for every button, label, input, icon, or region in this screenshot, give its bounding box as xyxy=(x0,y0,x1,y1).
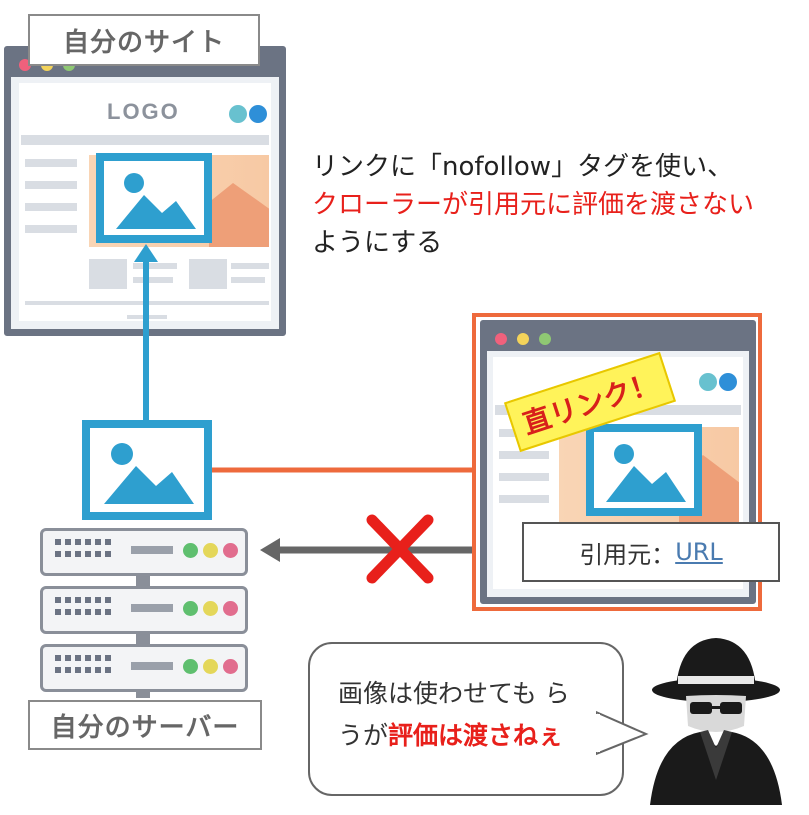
hotlinked-image xyxy=(586,424,702,516)
sidebar-line xyxy=(499,495,549,503)
cross-icon xyxy=(366,514,434,584)
status-light-yellow xyxy=(203,659,218,674)
citation-url-link[interactable]: URL xyxy=(675,538,723,566)
explanation-line2: クローラーが引用元に評価を渡さない xyxy=(312,190,755,220)
status-light-pink xyxy=(223,543,238,558)
logo-dot-teal xyxy=(229,105,247,123)
sidebar-line xyxy=(25,181,77,189)
text-line xyxy=(231,263,269,269)
thumb-box xyxy=(189,259,227,289)
text-line xyxy=(133,277,173,283)
own-server-label: 自分のサーバー xyxy=(28,700,262,750)
server-unit xyxy=(40,528,248,576)
image-icon xyxy=(606,444,686,502)
image-icon xyxy=(116,173,196,229)
thumb-box xyxy=(89,259,127,289)
gray-arrow-head xyxy=(260,538,280,562)
server-icon xyxy=(55,597,111,615)
sidebar-line xyxy=(499,451,549,459)
status-light-pink xyxy=(223,659,238,674)
own-site-label: 自分のサイト xyxy=(28,14,260,66)
browser-titlebar xyxy=(487,327,749,351)
logo-dot-teal xyxy=(699,373,717,391)
speech-line1: 画像は使わせても ら xyxy=(338,679,570,708)
server-slot xyxy=(131,604,173,612)
status-light-pink xyxy=(223,601,238,616)
status-light-green xyxy=(183,543,198,558)
citation-box: 引用元：URL xyxy=(522,522,780,582)
window-dot-yellow xyxy=(517,333,529,345)
sidebar-line xyxy=(25,225,77,233)
speech-plain: うが xyxy=(338,721,389,750)
server-slot xyxy=(131,662,173,670)
citation-prefix: 引用元： xyxy=(579,540,676,569)
window-dot-red xyxy=(495,333,507,345)
site-logo: LOGO xyxy=(107,99,180,124)
server-slot xyxy=(131,546,173,554)
nav-bar xyxy=(21,135,269,145)
text-line xyxy=(231,277,265,283)
server-stack xyxy=(40,528,248,698)
blue-arrow-head xyxy=(134,244,158,262)
status-light-yellow xyxy=(203,601,218,616)
server-icon xyxy=(55,539,111,557)
sidebar-line xyxy=(25,203,77,211)
bubble-tail xyxy=(596,710,649,756)
source-image xyxy=(82,420,212,520)
window-dot-green xyxy=(539,333,551,345)
logo-dot-blue xyxy=(249,105,267,123)
status-light-yellow xyxy=(203,543,218,558)
status-light-green xyxy=(183,659,198,674)
explanation-line1: リンクに「nofollow」タグを使い、 xyxy=(312,152,734,182)
text-line xyxy=(133,263,177,269)
server-unit xyxy=(40,644,248,692)
sidebar-line xyxy=(499,473,549,481)
explanation-line3: ようにする xyxy=(312,228,443,258)
server-icon xyxy=(55,655,111,673)
logo-dot-blue xyxy=(719,373,737,391)
speech-bubble xyxy=(308,642,624,796)
hacker-icon xyxy=(650,638,782,805)
own-site-image xyxy=(96,153,212,243)
sidebar-line xyxy=(25,159,77,167)
image-icon xyxy=(104,443,194,504)
server-unit xyxy=(40,586,248,634)
status-light-green xyxy=(183,601,198,616)
speech-emphasis: 評価は渡さねぇ xyxy=(388,721,564,750)
speech-line2: うが評価は渡さねぇ xyxy=(338,716,563,756)
